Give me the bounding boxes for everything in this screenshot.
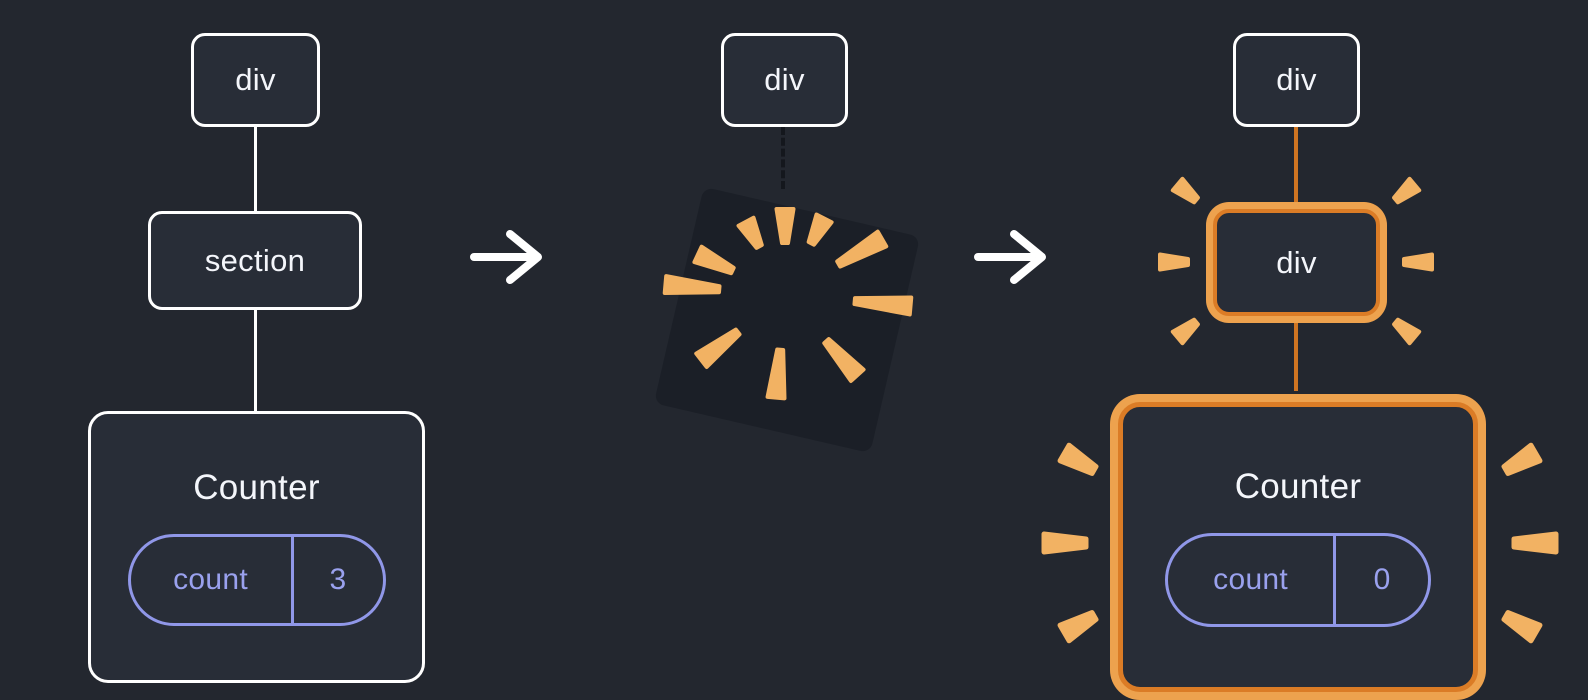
- node-section-before-label: section: [204, 242, 306, 278]
- state-value-before: 3: [329, 563, 347, 596]
- node-div-new-after-label: div: [1276, 244, 1317, 280]
- node-root-after-label: div: [1276, 62, 1317, 97]
- connector-section-counter-before: [254, 310, 257, 411]
- sparks-counter-left-icon: [1041, 442, 1099, 644]
- counter-title-before: Counter: [193, 468, 320, 507]
- connector-dashed-deleted: [781, 127, 785, 189]
- node-counter-after: Counter count 0: [1118, 402, 1478, 692]
- poof-explosion-icon: [655, 188, 919, 452]
- node-root-before: div: [191, 33, 320, 127]
- state-key-label-after: count: [1168, 536, 1337, 624]
- state-pill-before: count 3: [127, 534, 386, 626]
- node-div-new-after: div: [1213, 209, 1380, 316]
- node-root-after: div: [1233, 33, 1360, 127]
- node-root-before-label: div: [235, 62, 276, 97]
- node-root-middle-label: div: [764, 62, 805, 97]
- sparks-counter-right-icon: [1501, 442, 1559, 644]
- state-key-label-before: count: [131, 537, 294, 623]
- node-counter-before: Counter count 3: [88, 411, 425, 683]
- connector-root-section-before: [254, 127, 257, 211]
- connector-div-counter-after: [1294, 323, 1298, 391]
- connector-root-div-after: [1294, 127, 1298, 209]
- counter-title-after: Counter: [1234, 467, 1362, 506]
- state-pill-after: count 0: [1165, 533, 1431, 627]
- arrow-right-icon: [974, 230, 1046, 284]
- sparks-new-div-icon: [1158, 176, 1434, 346]
- arrow-right-icon: [470, 230, 542, 284]
- node-root-middle: div: [721, 33, 848, 127]
- node-section-before: section: [148, 211, 362, 310]
- state-value-after: 0: [1373, 563, 1391, 596]
